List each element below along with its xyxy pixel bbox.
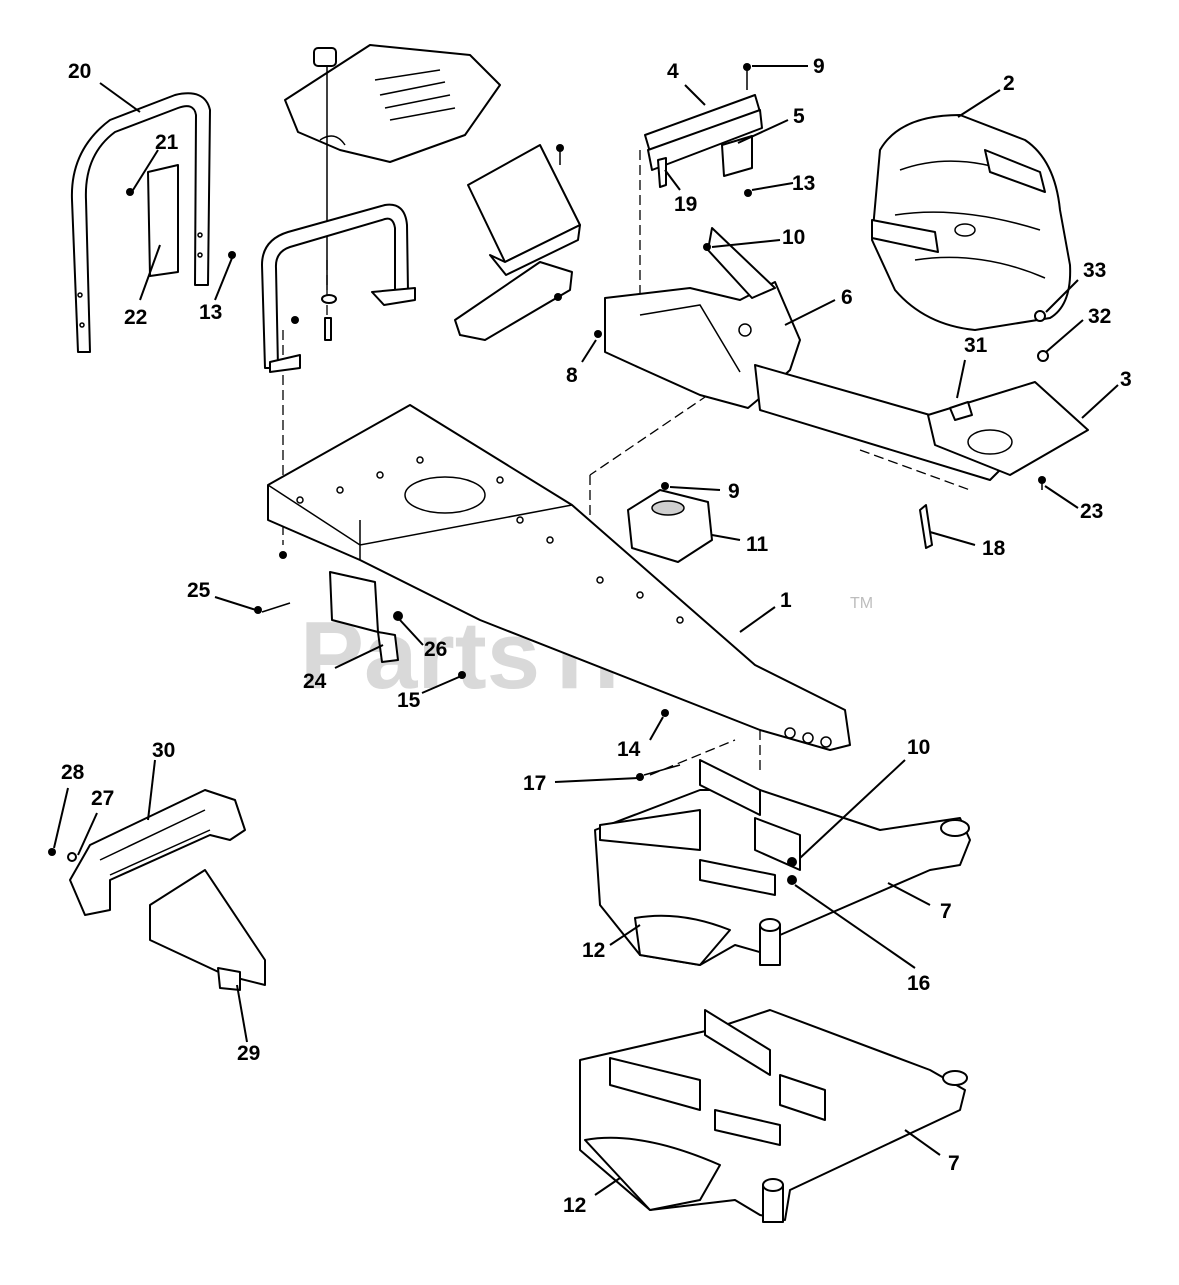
callout-12-upper: 12 xyxy=(582,939,605,962)
callout-27: 27 xyxy=(91,787,114,810)
callout-10-upper: 10 xyxy=(782,226,805,249)
callout-26: 26 xyxy=(424,638,447,661)
callout-33: 33 xyxy=(1083,259,1106,282)
upper-brackets xyxy=(644,63,763,197)
main-frame xyxy=(267,404,851,751)
callout-12-lower: 12 xyxy=(563,1194,586,1217)
mounting-plate xyxy=(454,144,581,341)
callout-22: 22 xyxy=(124,306,147,329)
front-frame-assembly xyxy=(48,789,266,991)
upper-deck-assembly xyxy=(594,759,971,966)
leader-lines xyxy=(53,65,1119,1196)
callout-20: 20 xyxy=(68,60,91,83)
callout-2: 2 xyxy=(1003,72,1015,95)
callout-5: 5 xyxy=(793,105,805,128)
watermark-trademark: TM xyxy=(850,595,873,612)
callout-21: 21 xyxy=(155,131,179,154)
callout-25: 25 xyxy=(187,579,211,602)
callout-17: 17 xyxy=(523,772,546,795)
callout-4: 4 xyxy=(667,60,679,83)
callout-28: 28 xyxy=(61,761,85,784)
callout-24: 24 xyxy=(303,670,327,693)
bumper-block xyxy=(627,482,713,563)
callout-16: 16 xyxy=(907,972,930,995)
callout-13-left: 13 xyxy=(199,301,222,324)
roll-bar-assembly xyxy=(70,92,236,353)
callout-19: 19 xyxy=(674,193,697,216)
callout-29: 29 xyxy=(237,1042,260,1065)
callout-31: 31 xyxy=(964,334,988,357)
callout-labels: 1 2 3 4 5 6 7 7 8 9 9 10 10 11 12 12 13 … xyxy=(61,55,1132,1217)
seat-pan xyxy=(919,381,1089,549)
callout-9-upper: 9 xyxy=(813,55,825,78)
callout-13-right: 13 xyxy=(792,172,815,195)
callout-7-lower: 7 xyxy=(948,1152,960,1175)
hood-assembly xyxy=(284,44,501,341)
callout-18: 18 xyxy=(982,537,1006,560)
callout-11: 11 xyxy=(746,533,769,556)
lower-deck-assembly xyxy=(579,1009,968,1223)
callout-6: 6 xyxy=(841,286,853,309)
callout-23: 23 xyxy=(1080,500,1103,523)
seat xyxy=(871,114,1072,362)
callout-32: 32 xyxy=(1088,305,1111,328)
callout-30: 30 xyxy=(152,739,175,762)
callout-1: 1 xyxy=(780,589,792,612)
callout-10-lower: 10 xyxy=(907,736,930,759)
side-bracket xyxy=(254,571,669,717)
callout-14: 14 xyxy=(617,738,641,761)
callout-3: 3 xyxy=(1120,368,1132,391)
steering-support xyxy=(261,203,416,373)
callout-8: 8 xyxy=(566,364,578,387)
callout-7-upper: 7 xyxy=(940,900,952,923)
callout-9-lower: 9 xyxy=(728,480,740,503)
callout-15: 15 xyxy=(397,689,421,712)
